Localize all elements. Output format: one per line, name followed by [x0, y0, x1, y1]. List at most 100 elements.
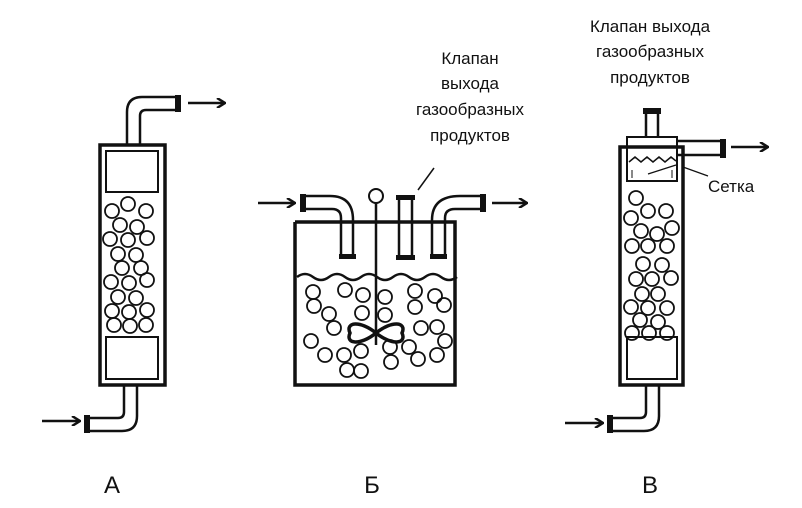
granule	[632, 312, 648, 328]
mesh-leader-line	[647, 164, 677, 175]
gas-valve-pipe	[644, 113, 660, 137]
granule	[413, 320, 429, 336]
granule	[654, 257, 670, 273]
granule	[303, 333, 319, 349]
granule	[120, 196, 136, 212]
granule	[623, 210, 639, 226]
granule	[102, 231, 118, 247]
mesh	[628, 156, 677, 163]
column-a-body	[98, 143, 167, 387]
granule	[640, 203, 656, 219]
granule	[377, 307, 393, 323]
mesh-label: Сетка	[708, 177, 755, 196]
granule	[437, 333, 453, 349]
stirrer-impeller	[347, 322, 405, 344]
granule	[112, 217, 128, 233]
granule	[354, 305, 370, 321]
granule	[139, 230, 155, 246]
label-a: А	[104, 472, 120, 499]
gas-valve-tube	[397, 195, 414, 260]
granule	[649, 226, 665, 242]
mesh-supports	[631, 170, 673, 178]
granule	[436, 297, 452, 313]
granule	[353, 343, 369, 359]
granule	[640, 300, 656, 316]
column-c-inlet-pipe	[612, 385, 661, 433]
granule	[339, 362, 355, 378]
granule	[429, 319, 445, 335]
granule	[104, 303, 120, 319]
mesh-chamber	[626, 136, 678, 182]
granule	[623, 299, 639, 315]
valve-label-line: газообразных	[416, 100, 524, 119]
granule	[659, 238, 675, 254]
granule	[635, 256, 651, 272]
outlet-pipe-b	[430, 194, 482, 255]
granule	[633, 223, 649, 239]
granule	[326, 320, 342, 336]
inlet-cap	[300, 194, 306, 212]
granule	[407, 283, 423, 299]
valve-label-line: газообразных	[596, 42, 704, 61]
pipe-cap	[430, 254, 447, 259]
granule	[634, 286, 650, 302]
column-a-top-chamber	[105, 150, 159, 193]
granule	[110, 289, 126, 305]
granule	[129, 219, 145, 235]
granule	[305, 284, 321, 300]
granule	[650, 286, 666, 302]
column-c-body	[618, 145, 685, 387]
granule	[336, 347, 352, 363]
valve-label-line: Клапан	[441, 49, 498, 68]
granules-c	[623, 190, 680, 341]
inlet-cap	[84, 415, 90, 433]
granule	[650, 314, 666, 330]
granule	[355, 287, 371, 303]
granule	[353, 363, 369, 379]
valve-label-line: Клапан выхода	[590, 17, 711, 36]
column-a-inlet-pipe	[90, 385, 139, 433]
valve-label-line: продуктов	[610, 68, 690, 87]
granule	[427, 288, 443, 304]
mesh-leader-line	[682, 166, 709, 177]
granule	[106, 317, 122, 333]
outlet-cap	[720, 139, 726, 158]
label-c: В	[642, 472, 658, 499]
granule	[407, 299, 423, 315]
granule	[429, 347, 445, 363]
granule	[401, 339, 417, 355]
granule	[628, 190, 644, 206]
granule	[382, 339, 398, 355]
valve-cap-bottom	[396, 255, 415, 260]
granule	[377, 289, 393, 305]
granule	[138, 317, 154, 333]
granule	[321, 306, 337, 322]
column-a-bottom-chamber	[105, 336, 159, 380]
granule	[628, 271, 644, 287]
granule	[624, 238, 640, 254]
granule	[138, 203, 154, 219]
granule	[139, 302, 155, 318]
granule	[644, 271, 660, 287]
granule	[337, 282, 353, 298]
reactor-b: Клапан выхода газообразных продуктов	[258, 49, 527, 387]
granule	[659, 300, 675, 316]
valve-leader-line	[417, 167, 435, 191]
inlet-pipe-b	[303, 194, 355, 255]
inlet-cap	[607, 415, 613, 433]
granule	[640, 238, 656, 254]
outlet-cap	[480, 194, 486, 212]
label-b: Б	[364, 472, 380, 499]
granule	[128, 290, 144, 306]
granules-a	[102, 196, 155, 334]
granule	[103, 274, 119, 290]
granule	[624, 325, 640, 341]
reactor-c: Сетка Клапан выхода газообразных продукт…	[565, 17, 768, 433]
granule	[410, 351, 426, 367]
granule	[641, 325, 657, 341]
granule	[383, 354, 399, 370]
granule	[663, 270, 679, 286]
outlet-pipe-c	[677, 139, 722, 157]
